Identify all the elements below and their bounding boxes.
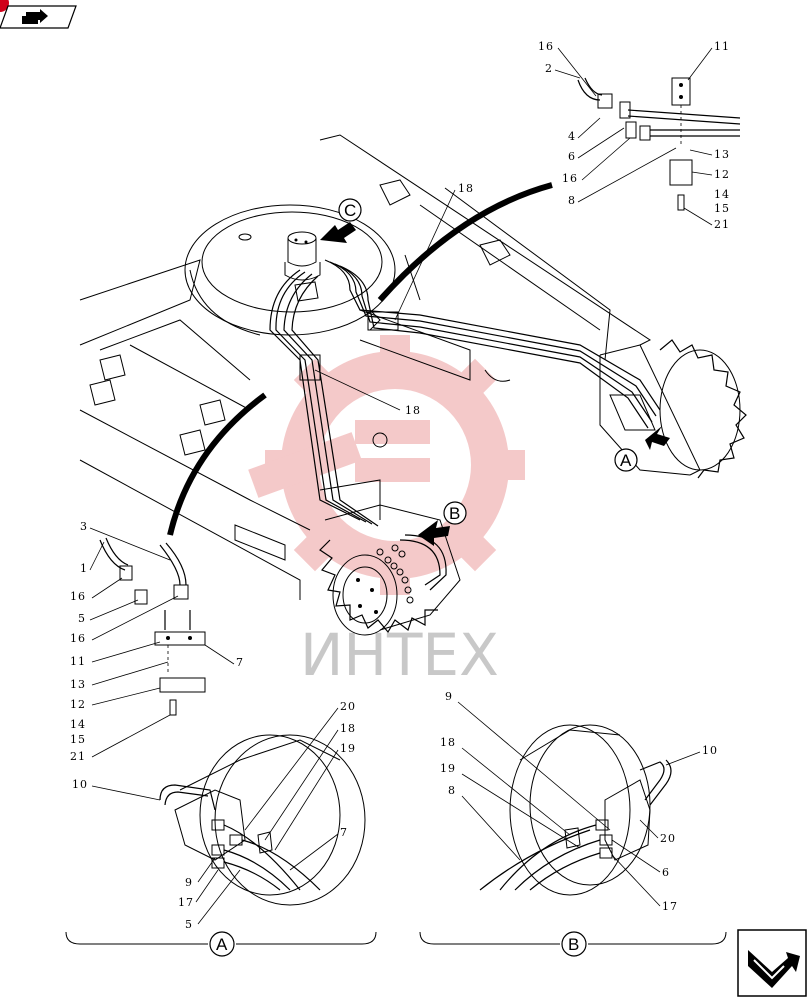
callout-number: 17 [662, 900, 678, 913]
main-callouts: 18 18 [314, 182, 474, 417]
callout-number: 21 [714, 218, 730, 231]
previous-page-icon [22, 9, 48, 24]
next-page-button[interactable] [737, 929, 807, 997]
callout-number: 17 [178, 896, 194, 909]
view-label: B [568, 935, 579, 954]
callout-number: 21 [70, 750, 86, 763]
right-travel-motor [599, 339, 747, 479]
callout-number: 16 [70, 632, 86, 645]
callout-number: 1 [80, 562, 88, 575]
callout-number: 19 [340, 742, 356, 755]
detail-a: 10 20 18 19 7 9 17 5 A [65, 700, 377, 957]
view-arrow-a: A [614, 426, 670, 472]
callout-number: 10 [72, 778, 88, 791]
callout-number: 12 [70, 698, 86, 711]
callout-number: 5 [78, 612, 86, 625]
callout-number: 12 [714, 168, 730, 181]
callout-number: 20 [660, 832, 676, 845]
callout-number: 8 [448, 784, 456, 797]
left-travel-motor [319, 504, 461, 636]
callout-number: 2 [545, 62, 553, 75]
callout-number: 14 [70, 718, 86, 731]
view-arrow-c: C [320, 198, 362, 243]
callout-number: 18 [458, 182, 474, 195]
callout-number: 18 [340, 722, 356, 735]
callout-number: 10 [702, 744, 718, 757]
watermark-text: ИНТЕХ [300, 621, 499, 689]
leader-arc-lower [167, 392, 267, 536]
callout-number: 14 [714, 188, 730, 201]
view-label: B [449, 504, 460, 523]
view-label: A [216, 935, 228, 954]
callout-number: 13 [714, 148, 730, 161]
callout-number: 15 [714, 202, 730, 215]
callout-number: 5 [185, 918, 193, 931]
callout-number: 4 [568, 130, 576, 143]
callout-number: 16 [562, 172, 578, 185]
callout-number: 11 [714, 40, 730, 53]
callout-number: 18 [405, 404, 421, 417]
swing-motor [238, 231, 321, 281]
callout-number: 9 [445, 690, 453, 703]
callout-number: 18 [440, 736, 456, 749]
callout-number: 6 [568, 150, 576, 163]
callout-number: 7 [340, 826, 348, 839]
callout-number: 6 [662, 866, 670, 879]
callout-number: 20 [340, 700, 356, 713]
callout-number: 19 [440, 762, 456, 775]
corner-badge [0, 0, 9, 12]
callout-number: 11 [70, 655, 86, 668]
undercarriage-frame [79, 134, 651, 600]
view-arrow-b: B [418, 501, 467, 546]
view-label: C [344, 201, 356, 220]
watermark-logo [248, 335, 525, 595]
callout-number: 13 [70, 678, 86, 691]
callout-number: 9 [185, 876, 193, 889]
callout-number: 3 [80, 520, 88, 533]
callout-number: 7 [236, 656, 244, 669]
callout-number: 15 [70, 733, 86, 746]
callout-number: 16 [70, 590, 86, 603]
leader-arc-upper [377, 182, 553, 302]
detail-left: 3 1 16 5 16 11 13 12 14 15 21 7 [70, 520, 244, 763]
detail-top-right: 16 2 4 6 16 8 11 13 12 14 15 21 [538, 40, 741, 231]
previous-page-button[interactable] [0, 0, 77, 29]
view-label: A [620, 451, 632, 470]
detail-b: 9 18 19 8 10 20 6 17 B [419, 690, 727, 957]
hose-bundle-main [269, 259, 661, 527]
next-page-icon [748, 950, 800, 988]
callout-number: 16 [538, 40, 554, 53]
callout-number: 8 [568, 194, 576, 207]
